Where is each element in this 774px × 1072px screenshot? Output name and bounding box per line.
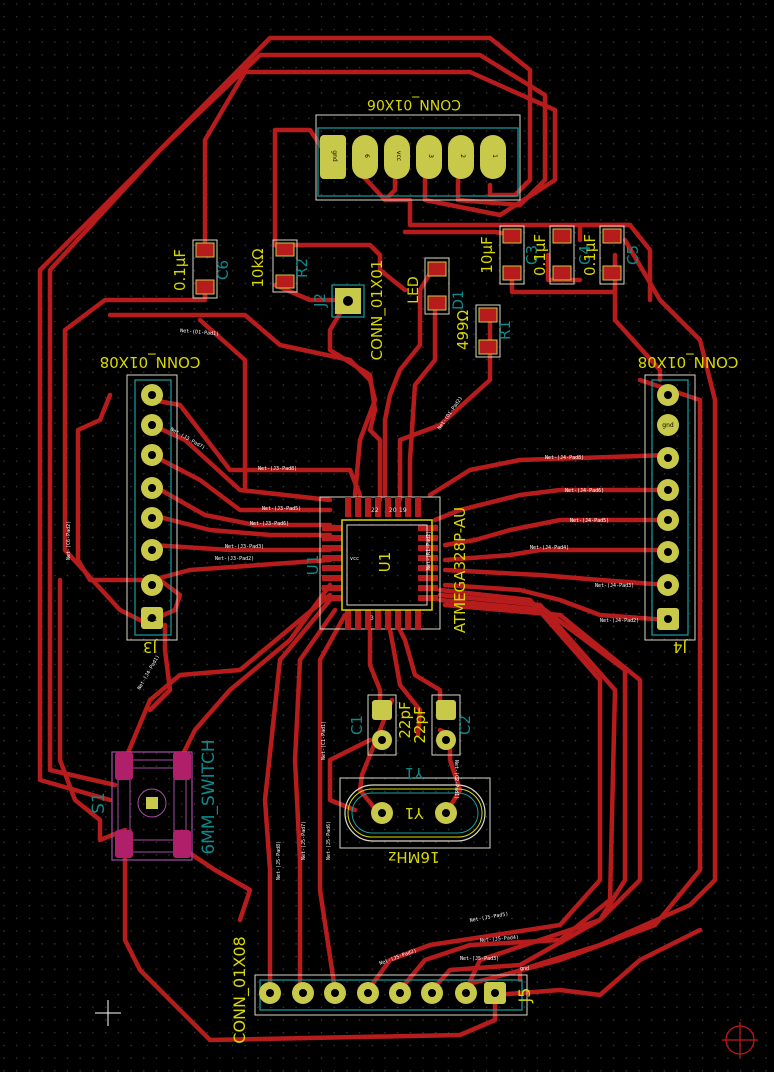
connector-j4: gnd CONN_01X08 J4 xyxy=(638,352,739,656)
j4-ref: J4 xyxy=(673,638,688,656)
c5-value: 0.1µF xyxy=(581,234,599,276)
c1-ref: C1 xyxy=(348,715,366,735)
led-d1: LED D1 xyxy=(406,257,467,315)
j2-ref: J2 xyxy=(311,293,329,308)
y1-ref: Y1 xyxy=(405,804,425,822)
capacitor-c1: C1 22pF xyxy=(348,694,414,756)
connector-j3: vcc CONN_01X08 J3 xyxy=(100,352,201,656)
c4-ref: C4 xyxy=(576,245,594,265)
capacitor-c6: C6 0.1µF xyxy=(171,239,232,299)
j3-ref: J3 xyxy=(143,638,158,656)
j1-pin-gnd-label: gnd xyxy=(331,150,338,162)
j2-value: CONN_01X01 xyxy=(368,260,387,361)
connector-j1: 1 2 3 vcc 6 gnd CONN_01X06 xyxy=(315,96,521,201)
switch-s1: S1 6MM_SWITCH xyxy=(89,739,219,861)
net-label: Net-(R1-Pad2) xyxy=(426,531,432,570)
r2-ref: R2 xyxy=(293,258,311,278)
capacitor-c4: C4 0.1µF xyxy=(531,225,594,285)
c1-value: 22pF xyxy=(396,701,414,738)
net-label: Net-(C1-Pad1) xyxy=(321,721,327,760)
s1-ref: S1 xyxy=(89,792,109,814)
net-label: Net-(D1-Pad1) xyxy=(180,328,220,337)
capacitor-c3: C3 10µF xyxy=(478,225,541,285)
net-label: Net-(J3-Pad5) xyxy=(262,506,301,512)
connector-j5: J5 CONN_01X08 xyxy=(230,936,534,1043)
ic-u1: 22 20 19 3 U1 U1 ATMEGA328P-AU xyxy=(304,496,469,633)
u1-pin3: 3 xyxy=(370,615,374,622)
j4-pin-gnd-label: gnd xyxy=(662,422,674,429)
c3-value: 10µF xyxy=(478,236,496,273)
net-label: vcc xyxy=(350,556,359,562)
r1-value: 499Ω xyxy=(454,310,472,350)
j1-value: CONN_01X06 xyxy=(367,96,461,112)
net-label: Net-(J4-Pad6) xyxy=(565,488,604,494)
j1-pin-2: 2 xyxy=(448,135,474,179)
c3-ref: C3 xyxy=(523,245,541,265)
j1-pin-6: 6 xyxy=(352,135,378,179)
d1-ref: D1 xyxy=(451,290,467,310)
crystal-y1: Y1 Y1 16MHz xyxy=(339,764,491,866)
y1-ref-outline: Y1 xyxy=(405,764,425,782)
net-label: Net-(J4-Pad4) xyxy=(530,545,569,551)
y1-value: 16MHz xyxy=(388,848,439,866)
s1-value: 6MM_SWITCH xyxy=(199,739,219,854)
j3-value: CONN_01X08 xyxy=(100,352,201,371)
net-label: Net-(J5-Pad8) xyxy=(276,841,282,880)
j4-value: CONN_01X08 xyxy=(638,352,739,371)
c4-value: 0.1µF xyxy=(531,234,549,276)
resistor-r2: R2 10kΩ xyxy=(249,239,311,293)
capacitor-c5: C5 0.1µF xyxy=(581,225,642,285)
j5-value: CONN_01X08 xyxy=(230,936,250,1043)
j1-pin-vcc: vcc xyxy=(384,135,410,179)
net-label: Net-(J4-Pad8) xyxy=(545,455,584,461)
net-label: Net-(J5-Pad4) xyxy=(480,935,520,944)
net-label: Net-(C2-Pad1) xyxy=(453,760,459,799)
u1-pin19: 19 xyxy=(399,507,407,514)
u1-value: ATMEGA328P-AU xyxy=(451,507,469,633)
r1-ref: R1 xyxy=(496,320,514,340)
d1-value: LED xyxy=(406,276,422,303)
net-label: Net-(J5-Pad7) xyxy=(301,821,307,860)
connector-j2: J2 CONN_01X01 xyxy=(311,260,387,361)
net-label: Net-(J5-Pad3) xyxy=(460,956,499,962)
j1-pin-6-label: 6 xyxy=(363,154,370,158)
c2-ref: C2 xyxy=(456,715,474,735)
capacitor-c2: C2 22pF xyxy=(411,694,474,756)
resistor-r1: R1 499Ω xyxy=(454,304,514,358)
net-label: Net-(J3-Pad6) xyxy=(250,521,289,527)
c6-ref: C6 xyxy=(214,260,232,280)
u1-pin22: 22 xyxy=(371,507,379,514)
c2-value: 22pF xyxy=(411,706,429,743)
j1-pin-1: 1 xyxy=(480,135,506,179)
j1-pin-1-label: 1 xyxy=(491,154,498,158)
j1-pin-3: 3 xyxy=(416,135,442,179)
net-label: Net-(J5-Pad6) xyxy=(326,821,332,860)
net-label: Net-(C6-Pad2) xyxy=(66,521,72,560)
net-label: Net-(J4-Pad5) xyxy=(570,518,609,524)
net-label: Net-(J3-Pad2) xyxy=(215,556,254,562)
j1-pin-gnd: gnd xyxy=(320,135,346,179)
net-label: gnd xyxy=(520,966,529,972)
j3-pin-vcc-label: vcc xyxy=(147,616,157,623)
u1-ref-outline: U1 xyxy=(304,555,322,576)
c5-ref: C5 xyxy=(624,245,642,265)
j5-ref: J5 xyxy=(515,988,534,1004)
net-label: Net-(J4-Pad3) xyxy=(595,583,634,589)
origin-marker-icon xyxy=(722,1022,758,1058)
u1-ref: U1 xyxy=(376,552,394,573)
cursor-crosshair xyxy=(95,1000,121,1026)
j1-pin-3-label: 3 xyxy=(427,154,434,158)
r2-value: 10kΩ xyxy=(249,248,267,287)
j1-pin-2-label: 2 xyxy=(459,154,466,158)
net-label: Net-(J3-Pad8) xyxy=(258,466,297,472)
u1-pin20: 20 xyxy=(389,507,397,514)
j1-pin-vcc-label: vcc xyxy=(395,151,402,161)
c6-value: 0.1µF xyxy=(171,249,189,291)
net-label: Net-(J3-Pad3) xyxy=(225,544,264,550)
net-label: Net-(J4-Pad2) xyxy=(600,618,639,624)
